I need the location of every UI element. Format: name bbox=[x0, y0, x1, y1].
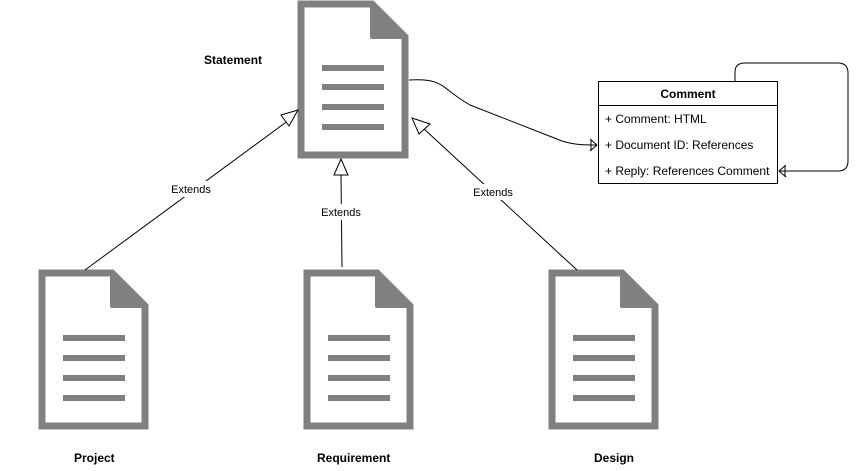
comment-attribute-document-id: + Document ID: References bbox=[605, 138, 754, 152]
comment-class-title: Comment bbox=[599, 82, 777, 106]
design-extends-label-bg bbox=[468, 184, 518, 200]
project-extends-label: Extends bbox=[171, 184, 211, 196]
statement-label: Statement bbox=[204, 53, 263, 67]
project-label: Project bbox=[74, 451, 115, 465]
requirement-extends-label-bg bbox=[316, 204, 366, 220]
requirement-extends-connector[interactable] bbox=[333, 157, 349, 268]
project-extends-label-bg bbox=[166, 181, 216, 197]
comment-attribute-reply: + Reply: References Comment bbox=[605, 164, 770, 178]
comment-attribute-html: + Comment: HTML bbox=[605, 112, 707, 126]
design-document-icon[interactable] bbox=[548, 269, 659, 430]
requirement-document-icon[interactable] bbox=[303, 269, 414, 430]
comment-class-box[interactable]: Comment + Comment: HTML + Document ID: R… bbox=[598, 81, 778, 184]
project-document-icon[interactable] bbox=[38, 269, 149, 430]
statement-comment-connector[interactable] bbox=[408, 79, 598, 152]
comment-self-reference-connector[interactable] bbox=[734, 62, 849, 178]
requirement-extends-label: Extends bbox=[321, 207, 361, 219]
design-label: Design bbox=[594, 451, 635, 465]
statement-document-icon[interactable] bbox=[297, 0, 409, 159]
requirement-label: Requirement bbox=[317, 451, 391, 465]
design-extends-label: Extends bbox=[473, 187, 513, 199]
